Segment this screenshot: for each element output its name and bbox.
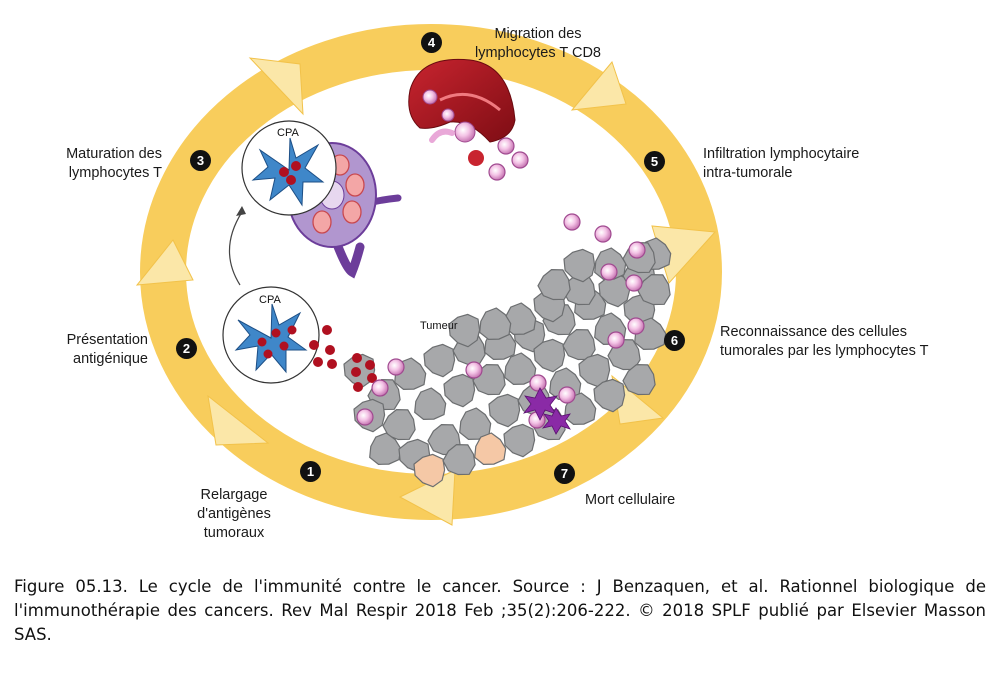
tumor-cell	[533, 338, 566, 373]
tumor-cell	[423, 343, 456, 378]
step-number-6: 6	[664, 330, 685, 351]
tumor-cell	[443, 373, 476, 408]
tumor-cell	[504, 352, 537, 386]
label-step1: Relargage d'antigènes tumoraux	[186, 486, 282, 543]
tumor-cell	[414, 387, 447, 421]
maturation-arrow	[228, 211, 243, 286]
label-step2-line: antigénique	[73, 351, 148, 367]
cell-death-stars	[522, 387, 571, 435]
cpa-bottom-label: CPA	[259, 294, 281, 306]
tumor-cell	[488, 393, 521, 428]
label-step4-line: lymphocytes T CD8	[475, 45, 601, 61]
figure-caption: Figure 05.13. Le cycle de l'immunité con…	[14, 577, 986, 644]
immunity-cycle-diagram	[135, 24, 722, 526]
tumor-cell	[563, 248, 596, 283]
label-step2-line: Présentation	[66, 332, 148, 348]
tumor-cell	[474, 432, 507, 466]
label-step6-line: Reconnaissance des cellules	[720, 324, 907, 340]
label-step3: Maturation des lymphocytes T	[42, 145, 162, 183]
label-step1-line: tumoraux	[203, 525, 265, 541]
label-step7: Mort cellulaire	[585, 491, 725, 510]
tumor-cell	[479, 307, 512, 341]
tumor-cell	[622, 363, 656, 396]
label-step1-line: d'antigènes	[197, 506, 271, 522]
cycle-arrow-2	[207, 394, 270, 446]
cpa-bottom-cell	[222, 286, 320, 384]
tumor-cell	[459, 407, 492, 441]
tumor-cell	[442, 443, 476, 476]
blood-vessel	[408, 58, 516, 166]
tumor-cell	[562, 328, 596, 361]
tumor-cell	[448, 313, 481, 348]
step-number-4: 4	[421, 32, 442, 53]
label-step1-line: Relargage	[200, 487, 268, 503]
label-step3-line: lymphocytes T	[68, 165, 162, 181]
cycle-arrow-5	[570, 60, 627, 111]
step-number-3: 3	[190, 150, 211, 171]
tumeur-label: Tumeur	[420, 320, 458, 332]
label-step5-line: intra-tumorale	[703, 165, 793, 181]
cpa-top-label: CPA	[277, 127, 299, 139]
tumor-cell	[503, 423, 536, 458]
cycle-arrows	[135, 57, 717, 526]
label-step5: Infiltration lymphocytaire intra-tumoral…	[703, 145, 903, 183]
label-step4: Migration des lymphocytes T CD8	[448, 25, 628, 63]
label-step5-line: Infiltration lymphocytaire	[703, 146, 860, 162]
tumor-cell	[537, 268, 571, 301]
step-number-2: 2	[176, 338, 197, 359]
cycle-arrow-4	[248, 57, 304, 116]
label-step3-line: Maturation des	[66, 146, 162, 162]
cycle-arrow-3	[135, 239, 194, 286]
label-step6-line: tumorales par les lymphocytes T	[720, 343, 929, 359]
released-antigens	[309, 325, 377, 392]
label-step4-line: Migration des	[494, 26, 582, 42]
step-number-1: 1	[300, 461, 321, 482]
tumor-cell	[369, 432, 402, 466]
tumor-cell	[382, 408, 416, 441]
label-step6: Reconnaissance des cellules tumorales pa…	[720, 323, 980, 361]
tumor-cell	[413, 453, 446, 488]
label-step2: Présentation antigénique	[46, 331, 148, 369]
step-number-7: 7	[554, 463, 575, 484]
label-step7-line: Mort cellulaire	[585, 492, 676, 508]
step-number-5: 5	[644, 151, 665, 172]
tumor-cell	[593, 378, 626, 413]
tumor-cell	[504, 302, 537, 336]
cpa-top-cell	[241, 120, 337, 216]
